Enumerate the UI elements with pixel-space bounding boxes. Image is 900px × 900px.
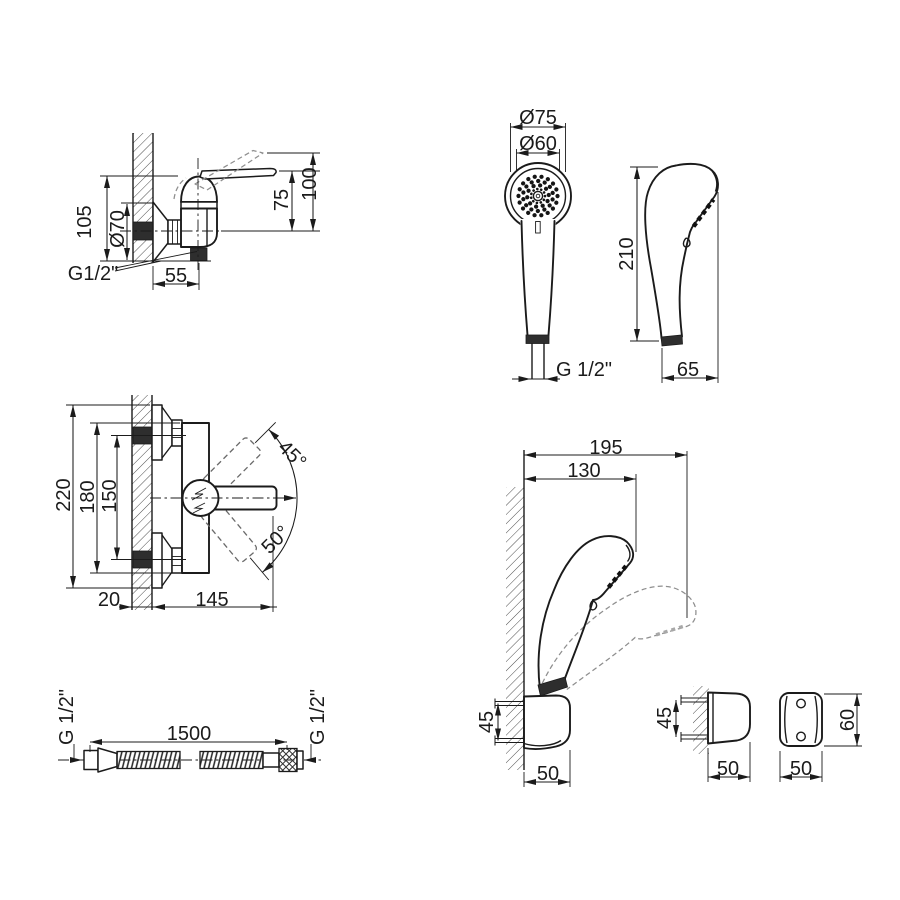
bracket-side-shape (707, 691, 751, 745)
mixer-body (180, 207, 218, 248)
dim-60-bracket-front: 60 (837, 709, 859, 731)
hose-view: 1500 G 1/2" G 1/2" (56, 689, 329, 773)
dim-45-bracket-side: 45 (654, 707, 676, 729)
dim-50-holder: 50 (537, 763, 559, 785)
shower-outlet-thread (190, 247, 208, 261)
dim-dia70: Ø70 (107, 210, 129, 248)
nozzle-face-marks (691, 198, 716, 228)
face-slot-detail (535, 221, 541, 234)
dim-dia75: Ø75 (519, 107, 557, 129)
screw-hole-bottom (796, 731, 807, 742)
hose-thread-side (660, 334, 683, 347)
dim-210: 210 (616, 237, 638, 270)
dim-45-holder: 45 (476, 711, 498, 733)
handle-front-left-edge (520, 220, 529, 336)
spray-hook-detail (589, 600, 598, 611)
lever-handle-raised-ghost (194, 149, 264, 191)
hose-corrugation-left (116, 750, 181, 770)
dim-65: 65 (677, 359, 699, 381)
dim-145: 145 (195, 589, 228, 611)
escutcheon-bottom (151, 532, 163, 589)
temp-indicator-cold (192, 502, 206, 514)
handset-thread-in-holder (537, 676, 568, 697)
dim-180: 180 (77, 480, 99, 513)
wall-holder-view: 195 130 45 50 (476, 437, 697, 787)
hand-shower-side-outline (644, 162, 719, 339)
dim-100: 100 (299, 167, 321, 200)
dim-20: 20 (98, 589, 120, 611)
temp-indicator-hot (191, 487, 207, 501)
hand-shower-ghost-position (541, 585, 697, 691)
hose-nut-right (278, 747, 298, 773)
dim-50-bracket-front: 50 (790, 758, 812, 780)
spray-detail-hook (682, 237, 691, 248)
bracket-side-screws (680, 695, 708, 742)
bracket-side-view: 45 50 (654, 686, 751, 782)
hand-shower-in-holder (537, 535, 635, 690)
wall-hatch-bracket (693, 686, 709, 754)
wall-section (133, 133, 153, 263)
thread-label-right: G 1/2" (307, 689, 329, 745)
screw-hole-top (796, 698, 807, 709)
wall-holder-cup (523, 694, 571, 750)
dim-50-bracket-side: 50 (717, 758, 739, 780)
handle-up-45-ghost (202, 437, 262, 497)
thread-label-g12: G1/2" (68, 263, 118, 285)
connection-nut (167, 219, 183, 245)
dim-dia60: Ø60 (519, 133, 557, 155)
dim-130: 130 (567, 460, 600, 482)
hose-thread-front (525, 334, 550, 344)
dim-220: 220 (53, 478, 75, 511)
thread-label-left: G 1/2" (56, 689, 78, 745)
hand-shower-views: Ø75 Ø60 210 65 G 1/2" (504, 107, 719, 383)
dim-1500: 1500 (167, 723, 212, 745)
hose-corrugation-right (199, 750, 264, 770)
dim-150: 150 (99, 479, 121, 512)
dim-75: 75 (271, 189, 293, 211)
mixer-front-view: 220 180 150 45° 50° 20 145 (53, 395, 310, 612)
dim-55: 55 (165, 265, 187, 287)
dim-50deg: 50° (258, 522, 295, 559)
lever-handle (199, 167, 277, 180)
handle-down-50-ghost (200, 501, 257, 563)
thread-label-g12-front: G 1/2" (556, 359, 612, 381)
escutcheon-top (151, 404, 163, 461)
bracket-front-shape (779, 692, 823, 747)
escutcheon-cone (152, 201, 169, 263)
dim-105: 105 (74, 205, 96, 238)
cartridge-dome (180, 175, 218, 203)
wall-section-holder (506, 487, 524, 770)
mixer-side-view: 105 Ø70 75 100 55 G1/2" (68, 133, 321, 290)
bracket-front-view: 60 50 (779, 692, 862, 782)
spray-nozzle-dots (516, 174, 560, 218)
hose-end-fitting-left (83, 749, 99, 771)
handle-swing-arc (262, 429, 298, 573)
nozzle-marks-holder-view (606, 564, 628, 590)
dim-195: 195 (589, 437, 622, 459)
